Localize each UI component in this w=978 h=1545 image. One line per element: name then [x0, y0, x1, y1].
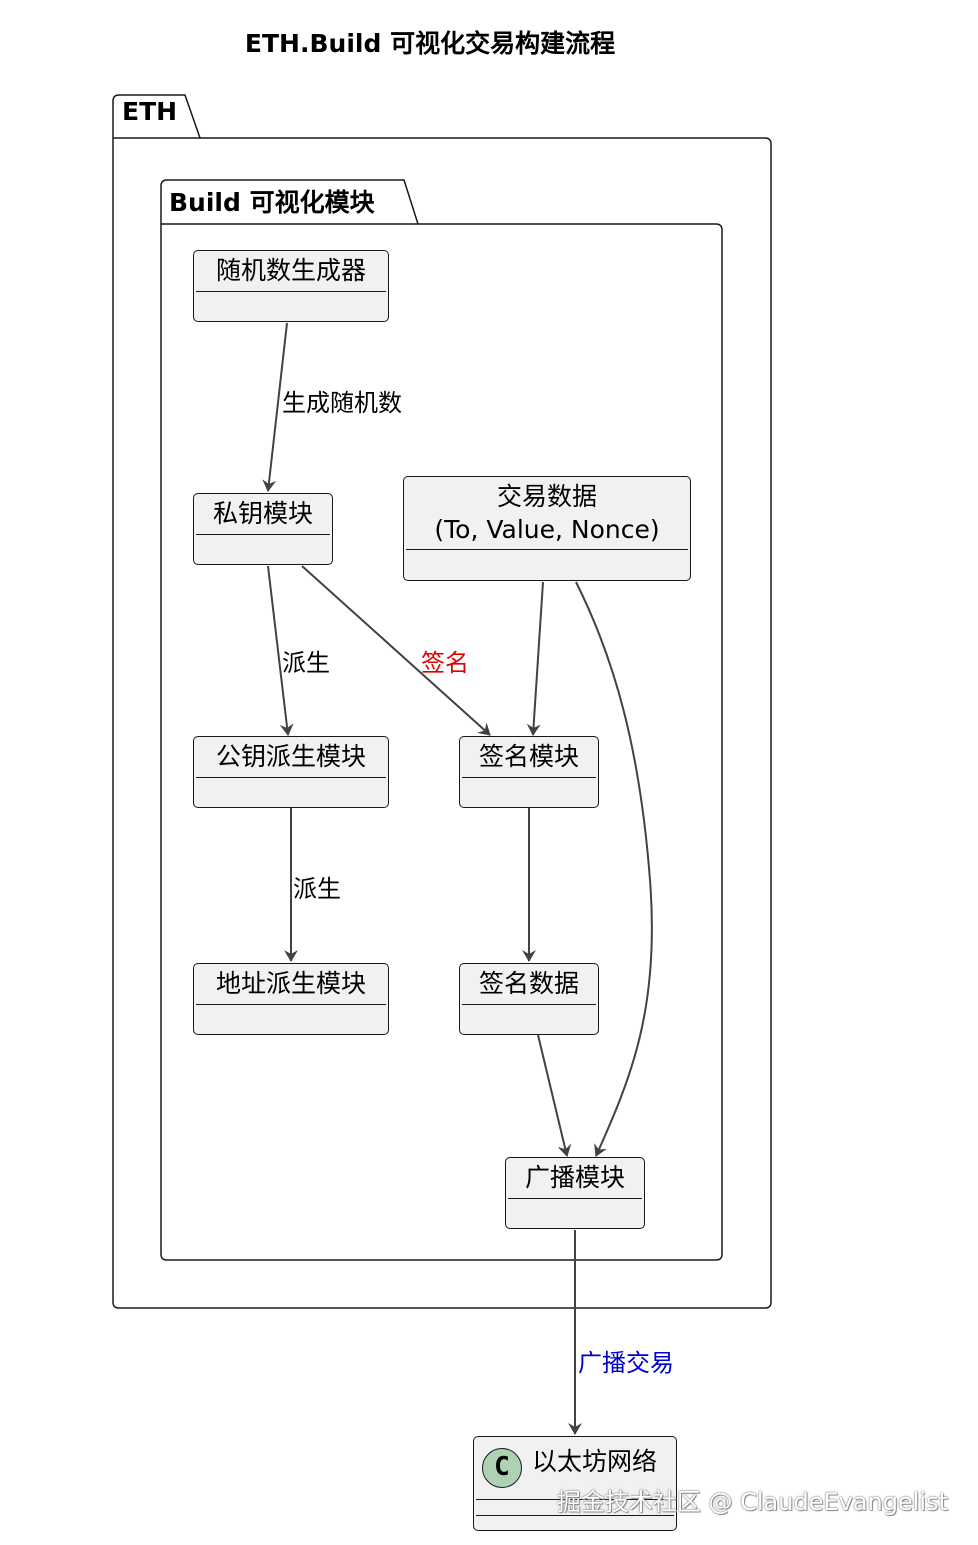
package-build-label: Build 可视化模块 [169, 188, 375, 217]
node-signed-data[interactable]: 签名数据 [459, 963, 599, 1035]
node-separator [476, 1499, 674, 1500]
watermark-text: 掘金技术社区 @ ClaudeEvangelist [556, 1488, 948, 1516]
edge-label-sign: 签名 [421, 649, 469, 677]
node-private-key[interactable]: 私钥模块 [193, 493, 333, 565]
edge-txdata-to-sign [526, 581, 544, 736]
node-random-generator-label: 随机数生成器 [215, 256, 366, 285]
node-separator [462, 777, 596, 778]
class-c-icon: C [482, 1448, 522, 1488]
edge-label-derive-address: 派生 [293, 875, 341, 903]
node-separator [462, 1004, 596, 1005]
node-transaction-data-label-line2: (To, Value, Nonce) [434, 515, 660, 544]
package-eth-label: ETH [122, 97, 178, 126]
node-transaction-data-label-line1: 交易数据 [496, 482, 597, 511]
node-ethereum-network[interactable]: C 以太坊网络 [473, 1436, 677, 1531]
node-separator [476, 1515, 674, 1516]
node-sign-module[interactable]: 签名模块 [459, 736, 599, 808]
package-build-frame [160, 179, 723, 1261]
diagram-title: ETH.Build 可视化交易构建流程 [244, 29, 616, 58]
edge-signed-to-broadcast [537, 1034, 572, 1157]
node-separator [196, 534, 330, 535]
edge-label-broadcast-tx: 广播交易 [578, 1349, 674, 1377]
node-broadcast-module-label: 广播模块 [524, 1163, 625, 1192]
node-address-derivation[interactable]: 地址派生模块 [193, 963, 389, 1035]
node-separator [196, 1004, 386, 1005]
node-signed-data-label: 签名数据 [478, 969, 579, 998]
node-separator [196, 291, 386, 292]
node-sign-module-label: 签名模块 [478, 742, 579, 771]
node-separator [406, 549, 688, 550]
node-separator [508, 1198, 642, 1199]
node-private-key-label: 私钥模块 [212, 499, 313, 528]
node-ethereum-network-label: 以太坊网络 [532, 1447, 658, 1476]
node-transaction-data[interactable]: 交易数据 (To, Value, Nonce) [403, 476, 691, 581]
edge-label-derive-pubkey: 派生 [282, 649, 330, 677]
node-broadcast-module[interactable]: 广播模块 [505, 1157, 645, 1229]
edge-txdata-to-broadcast [575, 581, 653, 1157]
edge-privkey-to-pubkey [267, 565, 294, 736]
node-random-generator[interactable]: 随机数生成器 [193, 250, 389, 322]
node-separator [196, 777, 386, 778]
package-eth-frame [112, 94, 772, 1309]
edge-rng-to-privkey [262, 322, 288, 492]
node-public-key-derivation-label: 公钥派生模块 [215, 742, 366, 771]
node-address-derivation-label: 地址派生模块 [215, 969, 366, 998]
edge-privkey-to-sign [301, 565, 491, 736]
edge-label-generate-random: 生成随机数 [282, 389, 402, 417]
node-public-key-derivation[interactable]: 公钥派生模块 [193, 736, 389, 808]
